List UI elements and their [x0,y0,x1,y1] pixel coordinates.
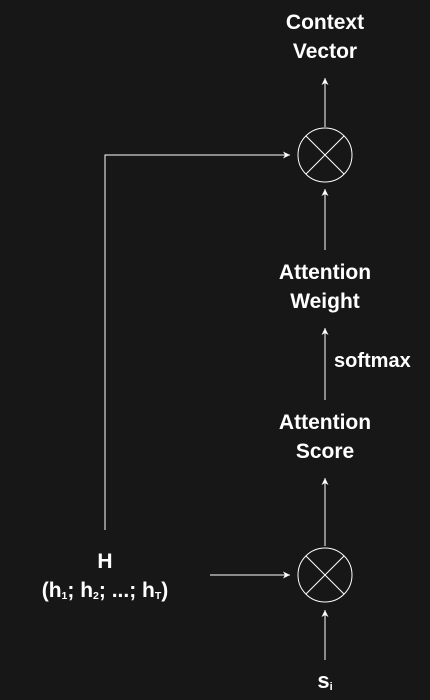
attention-weight-label: Attention Weight [225,258,425,316]
attention-score-line2: Score [295,440,355,463]
hidden-states-label: H (h1; h2; ...; hT) [5,547,205,609]
decoder-state-sub: i [329,680,333,693]
hidden-states-open: (h [41,579,62,602]
attention-weight-line1: Attention [278,261,372,284]
context-vector-line2: Vector [292,40,358,63]
decoder-state-label: si [305,666,345,700]
decoder-state-base: s [317,668,330,693]
hidden-states-sub3: T [154,589,162,602]
hidden-states-sub2: 2 [93,589,99,602]
hidden-states-sub1: 1 [61,589,68,602]
hidden-states-line2: (h1; h2; ...; hT) [5,576,205,609]
hidden-states-sep1: ; h [67,579,94,602]
context-vector-label: Context Vector [225,8,425,66]
hidden-states-close: ) [161,579,169,602]
bottom-multiply-icon [297,547,353,603]
top-multiply-icon [297,127,353,183]
attention-score-line1: Attention [278,411,372,434]
context-vector-line1: Context [285,11,365,34]
attention-score-label: Attention Score [225,408,425,466]
softmax-label: softmax [334,350,411,372]
hidden-states-sep2: ; ...; h [98,579,155,602]
hidden-states-line1: H [97,550,113,573]
attention-weight-line2: Weight [290,290,360,313]
edge-h-to-top-multiply [104,151,290,530]
